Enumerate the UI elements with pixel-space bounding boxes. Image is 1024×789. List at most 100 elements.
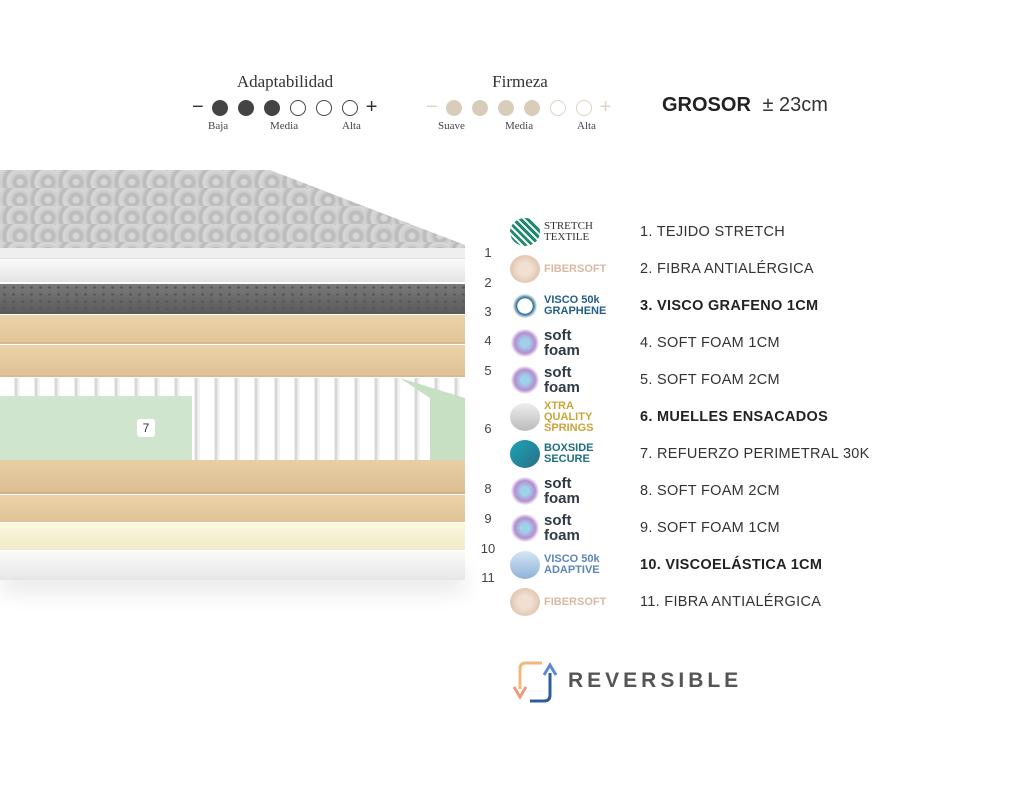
brand-logo-text: ADAPTIVE (544, 564, 600, 576)
brand-logo-text: GRAPHENE (544, 305, 607, 317)
brand-logo-icon (510, 440, 540, 468)
brand-logo-text: FIBERSOFT (544, 595, 607, 608)
brand-logo-icon (510, 292, 540, 320)
brand-logo-icon (510, 329, 540, 357)
empty-rating-dot (315, 99, 332, 116)
layer-1-edge (0, 248, 465, 259)
layer-name: 2. FIBRA ANTIALÉRGICA (640, 261, 814, 277)
brand-logo-text: XTRA QUALITY (544, 399, 593, 423)
layer-9-soft-foam (0, 495, 465, 522)
reversible-arrows-icon (512, 661, 558, 703)
filled-rating-dot (523, 99, 540, 116)
brand-logo: FIBERSOFT (510, 587, 612, 617)
layer-number: 10 (480, 541, 496, 556)
firmness-title: Firmeza (492, 72, 548, 91)
layer-1-top-quilted (0, 170, 465, 252)
plus-sign: + (599, 96, 612, 118)
layer-name: 10. VISCOELÁSTICA 1CM (640, 557, 823, 573)
brand-logo-icon (510, 514, 540, 542)
thickness-value: ± 23cm (762, 94, 828, 116)
empty-rating-dot (549, 99, 566, 116)
legend-item: FIBERSOFT 2. FIBRA ANTIALÉRGICA (510, 254, 814, 284)
adaptability-title: Adaptabilidad (236, 72, 334, 91)
scale-label-mid: Media (270, 120, 299, 132)
layer-2-fiber (0, 260, 465, 282)
scale-label-low: Baja (208, 120, 229, 132)
layer-name: 8. SOFT FOAM 2CM (640, 483, 780, 499)
firmness-scale: − + (426, 96, 611, 119)
brand-logo-icon (510, 551, 540, 579)
brand-logo-text: TEXTILE (544, 231, 590, 243)
brand-logo-text: soft (544, 327, 572, 344)
empty-rating-dot (341, 99, 358, 116)
layer-11-fiber (0, 552, 465, 580)
brand-logo-text: FIBERSOFT (544, 262, 607, 275)
thickness: GROSOR ± 23cm (662, 94, 828, 117)
filled-rating-dot (211, 99, 228, 116)
brand-logo-icon (510, 218, 540, 246)
brand-logo-text: VISCO 50k (544, 294, 600, 306)
scale-label-high: Alta (577, 120, 596, 132)
scale-label-low: Suave (438, 120, 465, 132)
adaptability-scale: − + (192, 96, 377, 119)
layer-number: 11 (481, 570, 495, 585)
layer-name: 4. SOFT FOAM 1CM (640, 335, 780, 351)
layer-name: 5. SOFT FOAM 2CM (640, 372, 780, 388)
layer-7-marker: 7 (137, 419, 155, 437)
layer-number: 3 (484, 304, 492, 319)
brand-logo-text: BOXSIDE (544, 442, 594, 454)
brand-logo-icon (510, 366, 540, 394)
layer-name: 3. VISCO GRAFENO 1CM (640, 298, 819, 314)
brand-logo-text: soft (544, 364, 572, 381)
brand-logo-icon (510, 477, 540, 505)
brand-logo-text: foam (544, 342, 580, 359)
thickness-label: GROSOR (662, 94, 751, 116)
brand-logo-icon (510, 403, 540, 431)
layer-3-graphene (0, 284, 465, 314)
layer-name: 7. REFUERZO PERIMETRAL 30K (640, 446, 870, 462)
filled-rating-dot (497, 99, 514, 116)
layer-number: 4 (484, 333, 492, 348)
layer-7-perimeter-reinforcement (0, 396, 192, 460)
layer-4-soft-foam (0, 315, 465, 344)
brand-logo-text: foam (544, 379, 580, 396)
brand-logo-icon (510, 255, 540, 283)
layer-number: 2 (484, 275, 492, 290)
reversible-badge: REVERSIBLE (512, 657, 742, 705)
layer-name: 9. SOFT FOAM 1CM (640, 520, 780, 536)
brand-logo-text: STRETCH (544, 220, 593, 232)
layer-number: 1 (484, 245, 492, 260)
filled-rating-dot (237, 99, 254, 116)
brand-logo-icon (510, 588, 540, 616)
scale-label-high: Alta (342, 120, 361, 132)
layer-number: 8 (484, 481, 492, 496)
filled-rating-dot (263, 99, 280, 116)
brand-logo-text: SECURE (544, 453, 590, 465)
layer-name: 1. TEJIDO STRETCH (640, 224, 786, 240)
minus-sign: − (192, 96, 204, 118)
layer-number: 5 (484, 363, 492, 378)
layer-8-soft-foam (0, 460, 465, 494)
brand-logo-text: VISCO 50k (544, 553, 600, 565)
empty-rating-dot (575, 99, 592, 116)
scale-label-mid: Media (505, 120, 534, 132)
layer-number: 9 (484, 511, 492, 526)
brand-logo-text: foam (544, 490, 580, 507)
brand-logo-text: soft (544, 475, 572, 492)
brand-logo-text: foam (544, 527, 580, 544)
filled-rating-dot (445, 99, 462, 116)
layer-number: 6 (484, 421, 492, 436)
